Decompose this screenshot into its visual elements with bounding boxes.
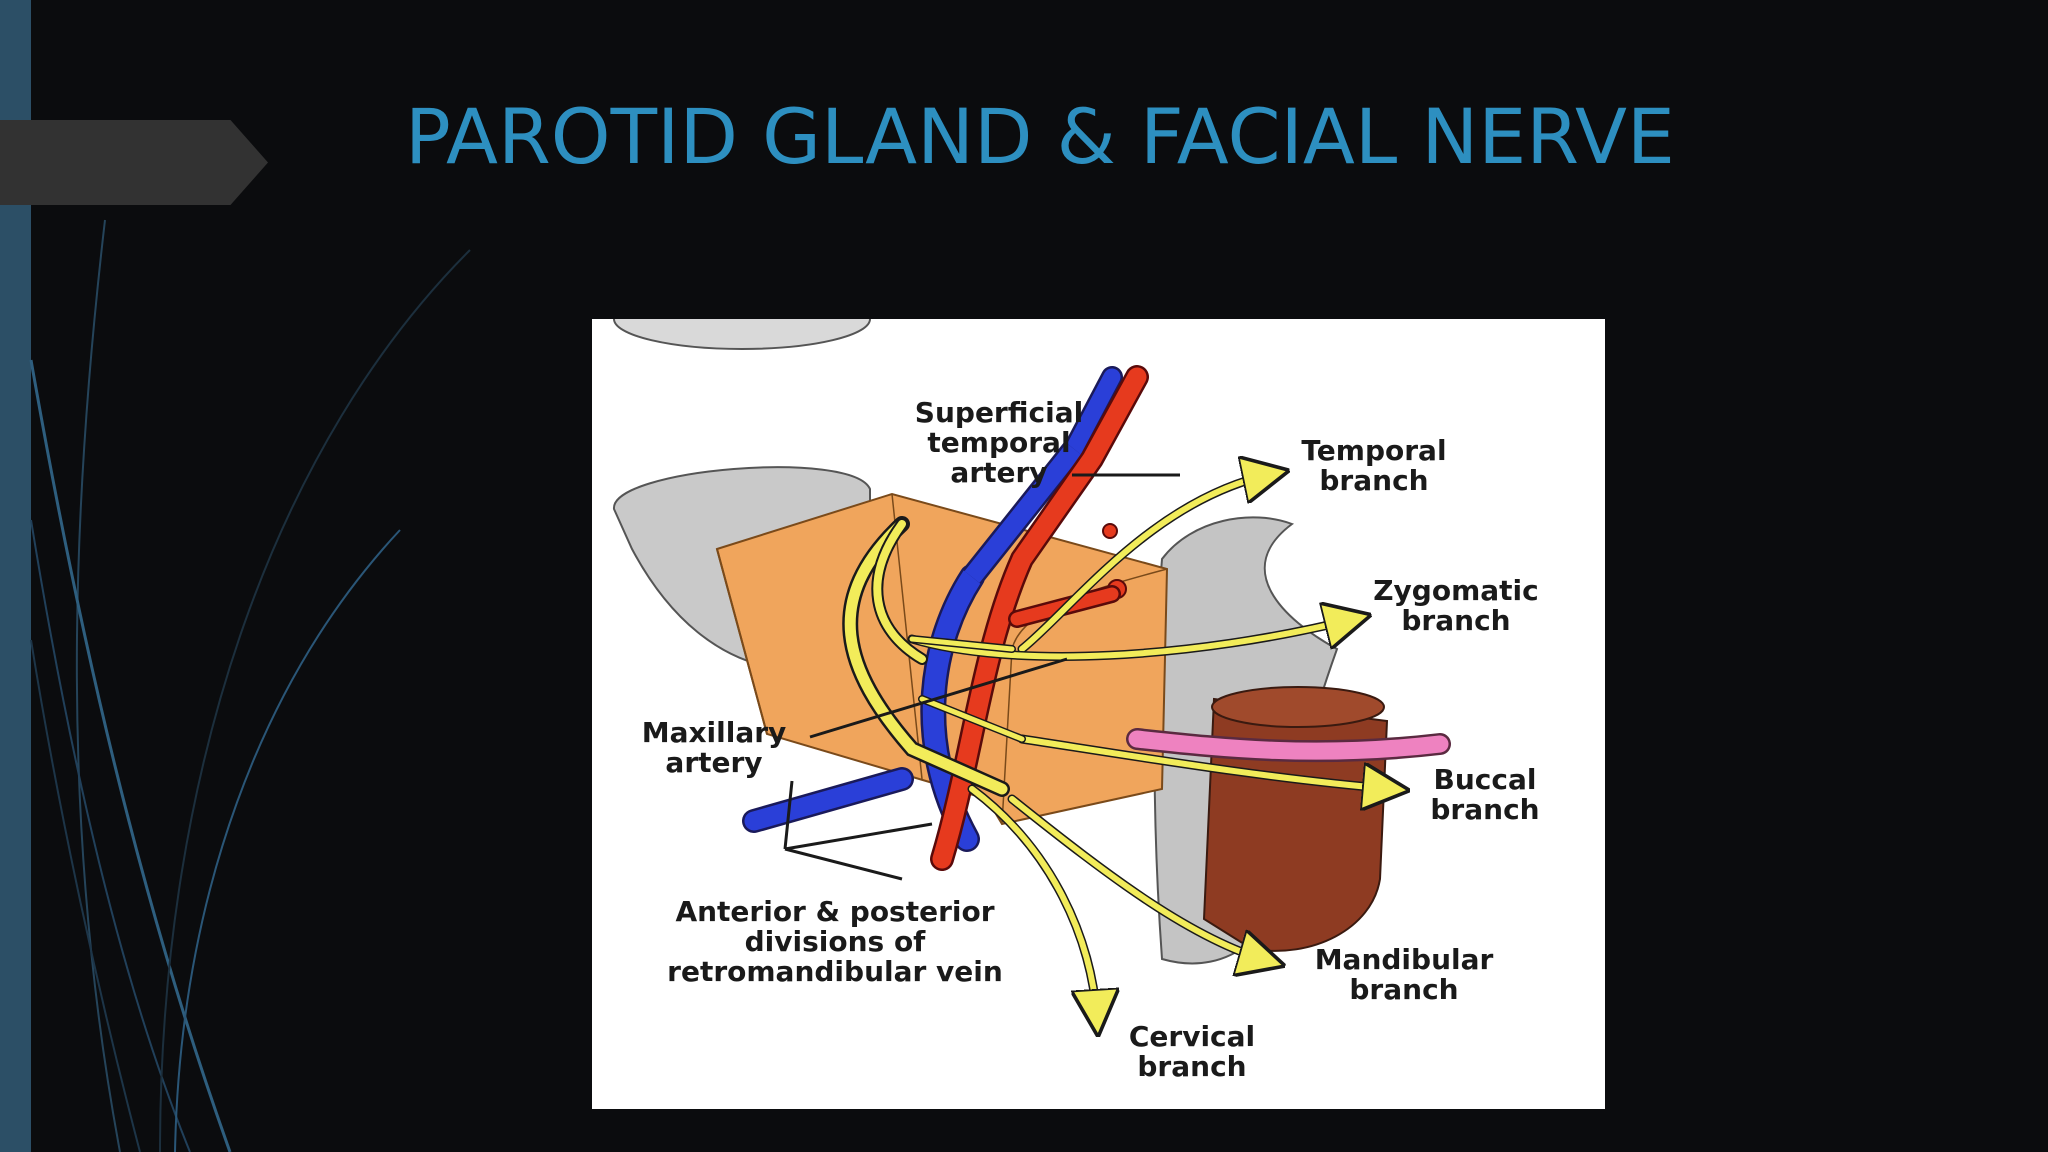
svg-text:Maxillary: Maxillary: [642, 716, 787, 749]
svg-text:Superficial: Superficial: [915, 396, 1083, 429]
facial-nerve: [842, 474, 1392, 1019]
label-pointer-lines: [783, 473, 1180, 881]
svg-text:Mandibular: Mandibular: [1315, 943, 1494, 976]
svg-text:Temporal: Temporal: [1301, 434, 1446, 467]
slide-title: PAROTID GLAND & FACIAL NERVE: [405, 92, 1675, 181]
svg-text:temporal: temporal: [927, 426, 1070, 459]
svg-text:artery: artery: [950, 456, 1047, 489]
svg-text:artery: artery: [665, 746, 762, 779]
svg-text:branch: branch: [1319, 464, 1428, 497]
svg-text:Anterior & posterior: Anterior & posterior: [675, 895, 994, 928]
label-temporal-branch: Temporal branch: [1301, 434, 1446, 497]
superficial-temporal-artery: [930, 365, 1149, 871]
svg-text:branch: branch: [1349, 973, 1458, 1006]
parotid-diagram: Superficial temporal artery Temporal bra…: [592, 319, 1605, 1109]
label-mandibular-branch: Mandibular branch: [1315, 943, 1494, 1006]
label-cervical-branch: Cervical branch: [1129, 1020, 1255, 1083]
svg-text:divisions of: divisions of: [745, 925, 927, 958]
label-maxillary-artery: Maxillary artery: [642, 716, 787, 779]
label-buccal-branch: Buccal branch: [1430, 763, 1539, 826]
svg-text:branch: branch: [1137, 1050, 1246, 1083]
svg-text:Buccal: Buccal: [1434, 763, 1537, 796]
label-superficial-temporal-artery: Superficial temporal artery: [915, 396, 1083, 489]
label-zygomatic-branch: Zygomatic branch: [1373, 574, 1538, 637]
label-retromandibular-vein: Anterior & posterior divisions of retrom…: [667, 895, 1003, 988]
svg-text:Zygomatic: Zygomatic: [1373, 574, 1538, 607]
masseter-muscle: [1202, 686, 1389, 952]
svg-text:branch: branch: [1401, 604, 1510, 637]
svg-text:retromandibular vein: retromandibular vein: [667, 955, 1003, 988]
svg-text:branch: branch: [1430, 793, 1539, 826]
arrow-tab-decoration: [0, 120, 268, 205]
svg-text:Cervical: Cervical: [1129, 1020, 1255, 1053]
